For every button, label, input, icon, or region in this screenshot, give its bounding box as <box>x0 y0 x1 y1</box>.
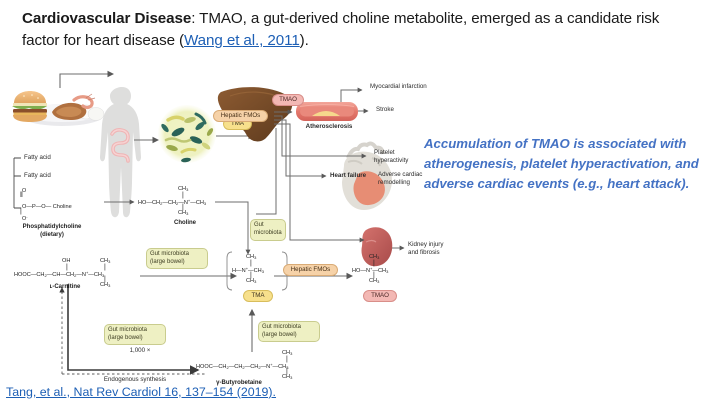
label-l-carnitine: ʟ-Carnitine <box>49 284 81 290</box>
label-fatty-acid-1: Fatty acid <box>24 154 51 161</box>
figure-artwork <box>12 70 405 375</box>
pill-tmao-top: TMAO <box>272 94 304 106</box>
page-title: Cardiovascular Disease: TMAO, a gut-deri… <box>22 8 694 52</box>
kidney-illustration <box>361 227 393 267</box>
headline-tail: ). <box>299 32 309 50</box>
box-gut-microbiota-choline: Gut microbiota (large bowel) <box>146 248 208 269</box>
label-platelet-hyperactivity: Platelet hyperactivity <box>374 149 409 164</box>
label-atherosclerosis: Atherosclerosis <box>305 123 353 130</box>
pill-tma-mid: TMA <box>243 290 273 302</box>
label-kidney-injury: Kidney injury and fibrosis <box>408 241 444 256</box>
box-gut-microbiota-small: Gut microbiota <box>250 219 286 241</box>
label-fatty-acid-2: Fatty acid <box>24 172 51 179</box>
headline-bold-lead: Cardiovascular Disease <box>22 10 192 27</box>
box-gut-microbiota-butyrobetaine: Gut microbiota (large bowel) <box>258 321 320 342</box>
dietary-food-illustration <box>12 91 105 126</box>
label-myocardial-infarction: Myocardial infarction <box>370 83 427 90</box>
label-heart-failure: Heart failure <box>330 172 367 179</box>
label-endogenous-synthesis: Endogenous synthesis <box>103 376 167 383</box>
pill-hepatic-fmos-top: Hepatic FMOs <box>213 110 268 122</box>
wang-citation-link[interactable]: Wang et al., 2011 <box>184 32 300 50</box>
headline-body: : TMAO, a gut-derived choline metabolite… <box>22 10 660 50</box>
pill-hepatic-fmos-mid: Hepatic FMOs <box>283 264 338 276</box>
tmao-pathway-figure: TMA TMAO Hepatic FMOs TMA TMAO Hepatic F… <box>0 62 443 392</box>
box-gut-microbiota-endogenous: Gut microbiota (large bowel) <box>104 324 166 345</box>
label-phosphatidylcholine-sub: (dietary) <box>40 232 64 238</box>
label-choline: Choline <box>174 220 196 226</box>
pill-tmao-mid: TMAO <box>363 290 397 302</box>
gut-microbiota-illustration <box>158 105 216 163</box>
label-adverse-cardiac-remodelling: Adverse cardiac remodelling <box>378 171 423 186</box>
source-citation-link[interactable]: Tang, et al., Nat Rev Cardiol 16, 137–15… <box>6 385 277 399</box>
label-phosphatidylcholine: Phosphatidylcholine <box>22 224 82 230</box>
atherosclerosis-illustration <box>296 102 358 121</box>
human-figure-illustration <box>100 87 141 218</box>
label-fold-factor: 1,000 × <box>129 347 151 354</box>
tmao-summary-note: Accumulation of TMAO is associated with … <box>424 136 699 192</box>
label-stroke: Stroke <box>376 106 394 113</box>
heart-illustration <box>342 141 392 210</box>
label-gamma-butyrobetaine: γ-Butyrobetaine <box>216 380 262 386</box>
